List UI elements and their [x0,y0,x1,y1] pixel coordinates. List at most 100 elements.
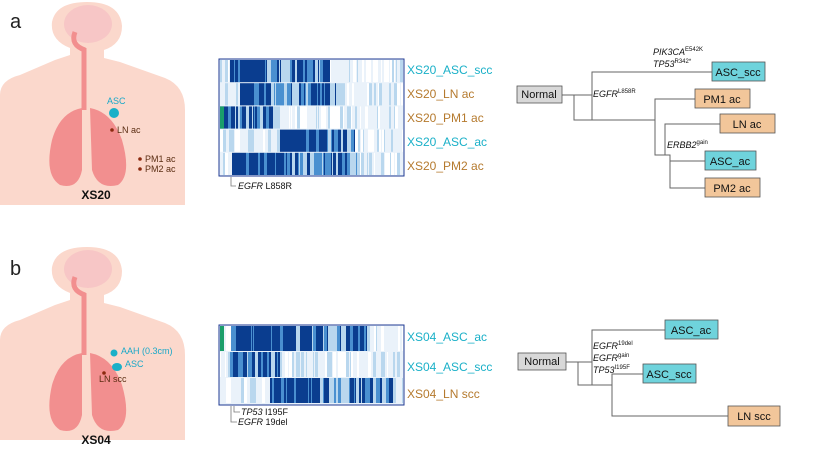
brain-icon [64,5,112,43]
heatmap-cell [356,326,358,351]
heatmap-cell [268,326,271,351]
heatmap-cell [327,106,328,129]
heatmap-cell [272,378,274,403]
heatmap-cell [304,326,305,351]
heatmap-cell [277,352,278,377]
heatmap-cell [381,326,384,351]
heatmap-cell [369,378,370,403]
heatmap-cell [350,106,351,129]
heatmap-cell [371,129,374,152]
heatmap-cell [348,106,350,129]
heatmap-row-label: XS04_ASC_ac [407,330,487,344]
heatmap-cell [272,152,274,175]
heatmap-cell [379,129,381,152]
heatmap-cell [305,83,306,106]
heatmap-cell [291,83,292,106]
heatmap-cell [255,352,258,377]
heatmap-cell [400,83,401,106]
heatmap-cell [342,152,345,175]
heatmap-cell [286,152,287,175]
heatmap-row-label: XS04_LN scc [407,387,480,401]
heatmap-cell [233,83,236,106]
heatmap-cell [385,152,388,175]
heatmap-cell [336,352,338,377]
heatmap-cell [353,60,356,83]
heatmap-cell [381,106,384,129]
heatmap-cell [294,352,296,377]
heatmap-cell [350,83,351,106]
heatmap-cell [310,106,311,129]
heatmap-cell [290,378,291,403]
heatmap-cell [263,60,265,83]
heatmap-cell [393,352,395,377]
heatmap-cell [276,83,279,106]
heatmap-cell [334,129,335,152]
heatmap-cell [368,352,369,377]
heatmap-cell [313,152,314,175]
heatmap-cell [294,326,296,351]
heatmap-cell [361,152,364,175]
heatmap-cell [398,326,400,351]
heatmap-cell [361,378,362,403]
heatmap-cell [356,378,359,403]
heatmap-cell [339,326,340,351]
tree-leaf-ln-a [719,113,776,134]
heatmap-cell [374,83,376,106]
heatmap-cell [343,60,345,83]
heatmap-cell [275,129,277,152]
heatmap-cell [331,60,334,83]
heatmap-cell [314,106,316,129]
heatmap-cell [228,106,230,129]
heatmap-cell [229,152,232,175]
heatmap-cell [387,352,388,377]
heatmap-cell [318,83,320,106]
heatmap-cell [400,60,403,83]
heatmap-cell [287,152,290,175]
heatmap-cell [245,106,246,129]
heatmap-cell [244,378,247,403]
heatmap-cell [335,326,337,351]
heatmap-cell [252,378,255,403]
heatmap-cell [347,83,348,106]
heatmap-cell [257,83,259,106]
heatmap-cell [356,60,357,83]
heatmap-cell [395,60,396,83]
heatmap-cell [309,129,310,152]
heatmap-cell [340,106,343,129]
heatmap-cell [229,129,231,152]
heatmap-cell [255,106,257,129]
heatmap-cell [300,352,301,377]
heatmap-cell [247,352,248,377]
heatmap-cell [240,60,241,83]
heatmap-cell [396,378,397,403]
heatmap-cell [292,60,293,83]
heatmap-cell [354,378,355,403]
heatmap-cell [339,60,342,83]
heatmap-cell [360,83,361,106]
heatmap-footnote-b2: EGFR 19del [238,417,288,427]
heatmap-cell [368,326,370,351]
heatmap-cell [382,83,384,106]
heatmap-cell [238,352,240,377]
heatmap-cell [256,326,257,351]
heatmap-cell [267,352,269,377]
heatmap-cell [230,83,232,106]
heatmap-cell [332,152,333,175]
heatmap-cell [345,129,347,152]
heatmap-cell [389,60,390,83]
heatmap-cell [254,326,256,351]
heatmap-cell [362,106,364,129]
heatmap-cell [301,83,304,106]
heatmap-cell [350,152,353,175]
heatmap-cell [254,83,257,106]
heatmap-cell [257,326,258,351]
heatmap-cell [382,129,384,152]
heatmap-cell [340,326,341,351]
heatmap-cell [265,352,267,377]
heatmap-cell [274,60,277,83]
heatmap-cell [257,129,259,152]
heatmap-cell [225,83,228,106]
heatmap-cell [287,106,289,129]
heatmap-cell [271,83,274,106]
heatmap-cell [370,326,372,351]
